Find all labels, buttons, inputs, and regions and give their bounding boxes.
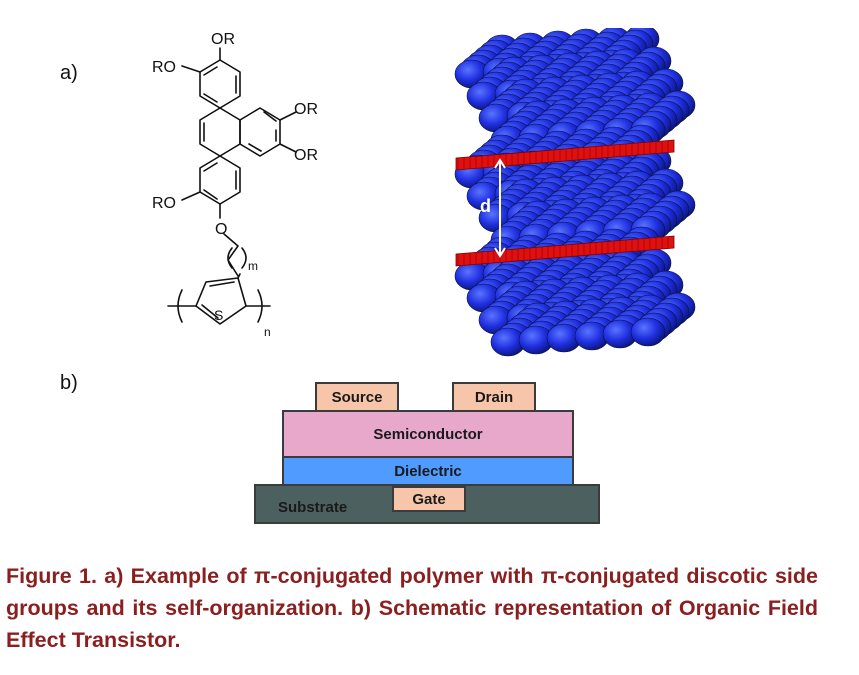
lamella-layers xyxy=(455,139,675,267)
subscript-n: n xyxy=(264,325,271,339)
chemical-structure: OR RO OR OR RO O S m n xyxy=(152,31,318,339)
panel-label-a: a) xyxy=(60,62,78,84)
lamella-slab xyxy=(455,235,675,267)
dielectric-layer: Dielectric xyxy=(282,456,574,486)
source-electrode: Source xyxy=(315,382,399,412)
gate-label: Gate xyxy=(412,490,446,508)
source-label: Source xyxy=(331,388,383,406)
subscript-m: m xyxy=(248,259,258,273)
bottom-benzene-ring xyxy=(199,155,241,205)
substituent-right-upper: OR xyxy=(294,101,318,118)
substituent-bottom-left: RO xyxy=(152,195,176,212)
panel-label-b: b) xyxy=(60,372,78,394)
lamella-slab xyxy=(455,139,675,171)
figure-caption: Figure 1. a) Example of π-conjugated pol… xyxy=(6,564,818,652)
gate-electrode: Gate xyxy=(392,486,466,512)
semiconductor-layer: Semiconductor xyxy=(282,410,574,458)
drain-electrode: Drain xyxy=(452,382,536,412)
thiophene-ring xyxy=(195,277,247,325)
substituent-top-left: RO xyxy=(152,59,176,76)
right-benzene-ring xyxy=(239,107,281,157)
dielectric-label: Dielectric xyxy=(394,462,462,480)
ether-oxygen: O xyxy=(215,221,227,238)
drain-label: Drain xyxy=(474,388,514,406)
top-benzene-ring xyxy=(199,59,241,109)
columnar-stack-illustration: d xyxy=(454,28,696,357)
disc-columns xyxy=(454,28,696,357)
spacing-label: d xyxy=(480,196,491,216)
substituent-right-lower: OR xyxy=(294,147,318,164)
substituent-top: OR xyxy=(211,31,235,48)
sulfur-atom: S xyxy=(214,307,223,323)
central-ring xyxy=(199,107,241,157)
column-disc xyxy=(630,317,666,347)
spacing-arrow xyxy=(494,158,506,258)
substrate-label: Substrate xyxy=(278,498,348,516)
semiconductor-label: Semiconductor xyxy=(373,425,483,443)
